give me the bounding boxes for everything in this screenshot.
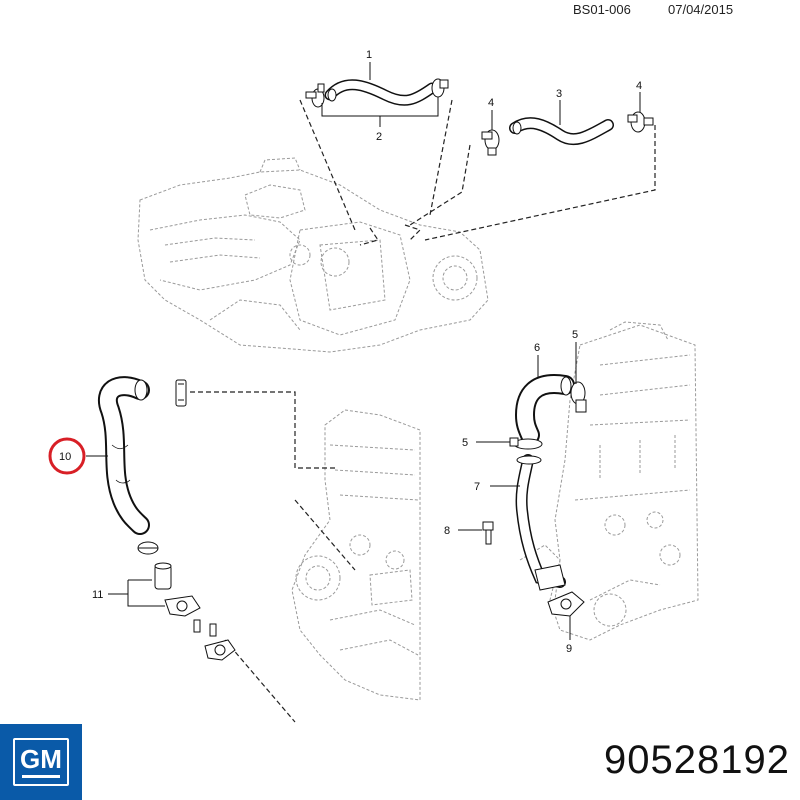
diagram-code: BS01-006	[573, 2, 631, 17]
gm-logo-frame: GM	[13, 738, 69, 786]
clamp-2-left	[305, 83, 325, 108]
hose-6	[514, 374, 575, 445]
leader-lines-5-9	[458, 342, 577, 640]
callout-4-right: 4	[636, 80, 642, 92]
callout-10: 10	[59, 451, 71, 463]
bottom-engine-outline	[291, 409, 421, 701]
callout-2: 2	[376, 131, 382, 143]
callout-7: 7	[474, 481, 480, 493]
hose-10-end-piece	[175, 379, 187, 407]
clamp-4-left	[481, 129, 500, 156]
callout-5-top: 5	[572, 329, 578, 341]
gm-logo-text: GM	[20, 744, 62, 774]
highlight-circle	[48, 437, 86, 475]
hose-3	[509, 117, 614, 146]
top-engine-outline	[137, 157, 489, 353]
leader-lines-1-2	[321, 62, 439, 127]
callout-8: 8	[444, 525, 450, 537]
part-11-group	[137, 541, 236, 661]
hose-10	[98, 376, 150, 535]
callout-9: 9	[566, 643, 572, 655]
clamp-5-middle	[509, 437, 543, 450]
top-engine-connection-lines	[299, 99, 656, 246]
diagram-date: 07/04/2015	[668, 2, 734, 17]
right-engine-outline	[519, 321, 699, 641]
callout-1: 1	[366, 49, 372, 61]
part-number: 90528192	[604, 738, 790, 782]
bolt-8	[482, 521, 494, 545]
clamp-4-right	[627, 111, 654, 133]
clamp-5-top	[570, 381, 587, 413]
callout-3: 3	[556, 88, 562, 100]
leader-lines-10-11	[86, 455, 165, 607]
pipe-7	[515, 454, 566, 591]
gm-logo-underline	[22, 775, 60, 778]
gm-logo: GM	[0, 724, 82, 800]
callout-11: 11	[92, 589, 103, 601]
leader-lines-3-4	[491, 92, 641, 130]
bottom-engine-connection-lines	[190, 391, 356, 723]
callout-4-left: 4	[488, 97, 494, 109]
hose-1	[324, 79, 438, 106]
clamp-2-right	[431, 78, 449, 98]
callout-5-middle: 5	[462, 437, 468, 449]
gasket-9	[547, 591, 585, 617]
callout-6: 6	[534, 342, 540, 354]
